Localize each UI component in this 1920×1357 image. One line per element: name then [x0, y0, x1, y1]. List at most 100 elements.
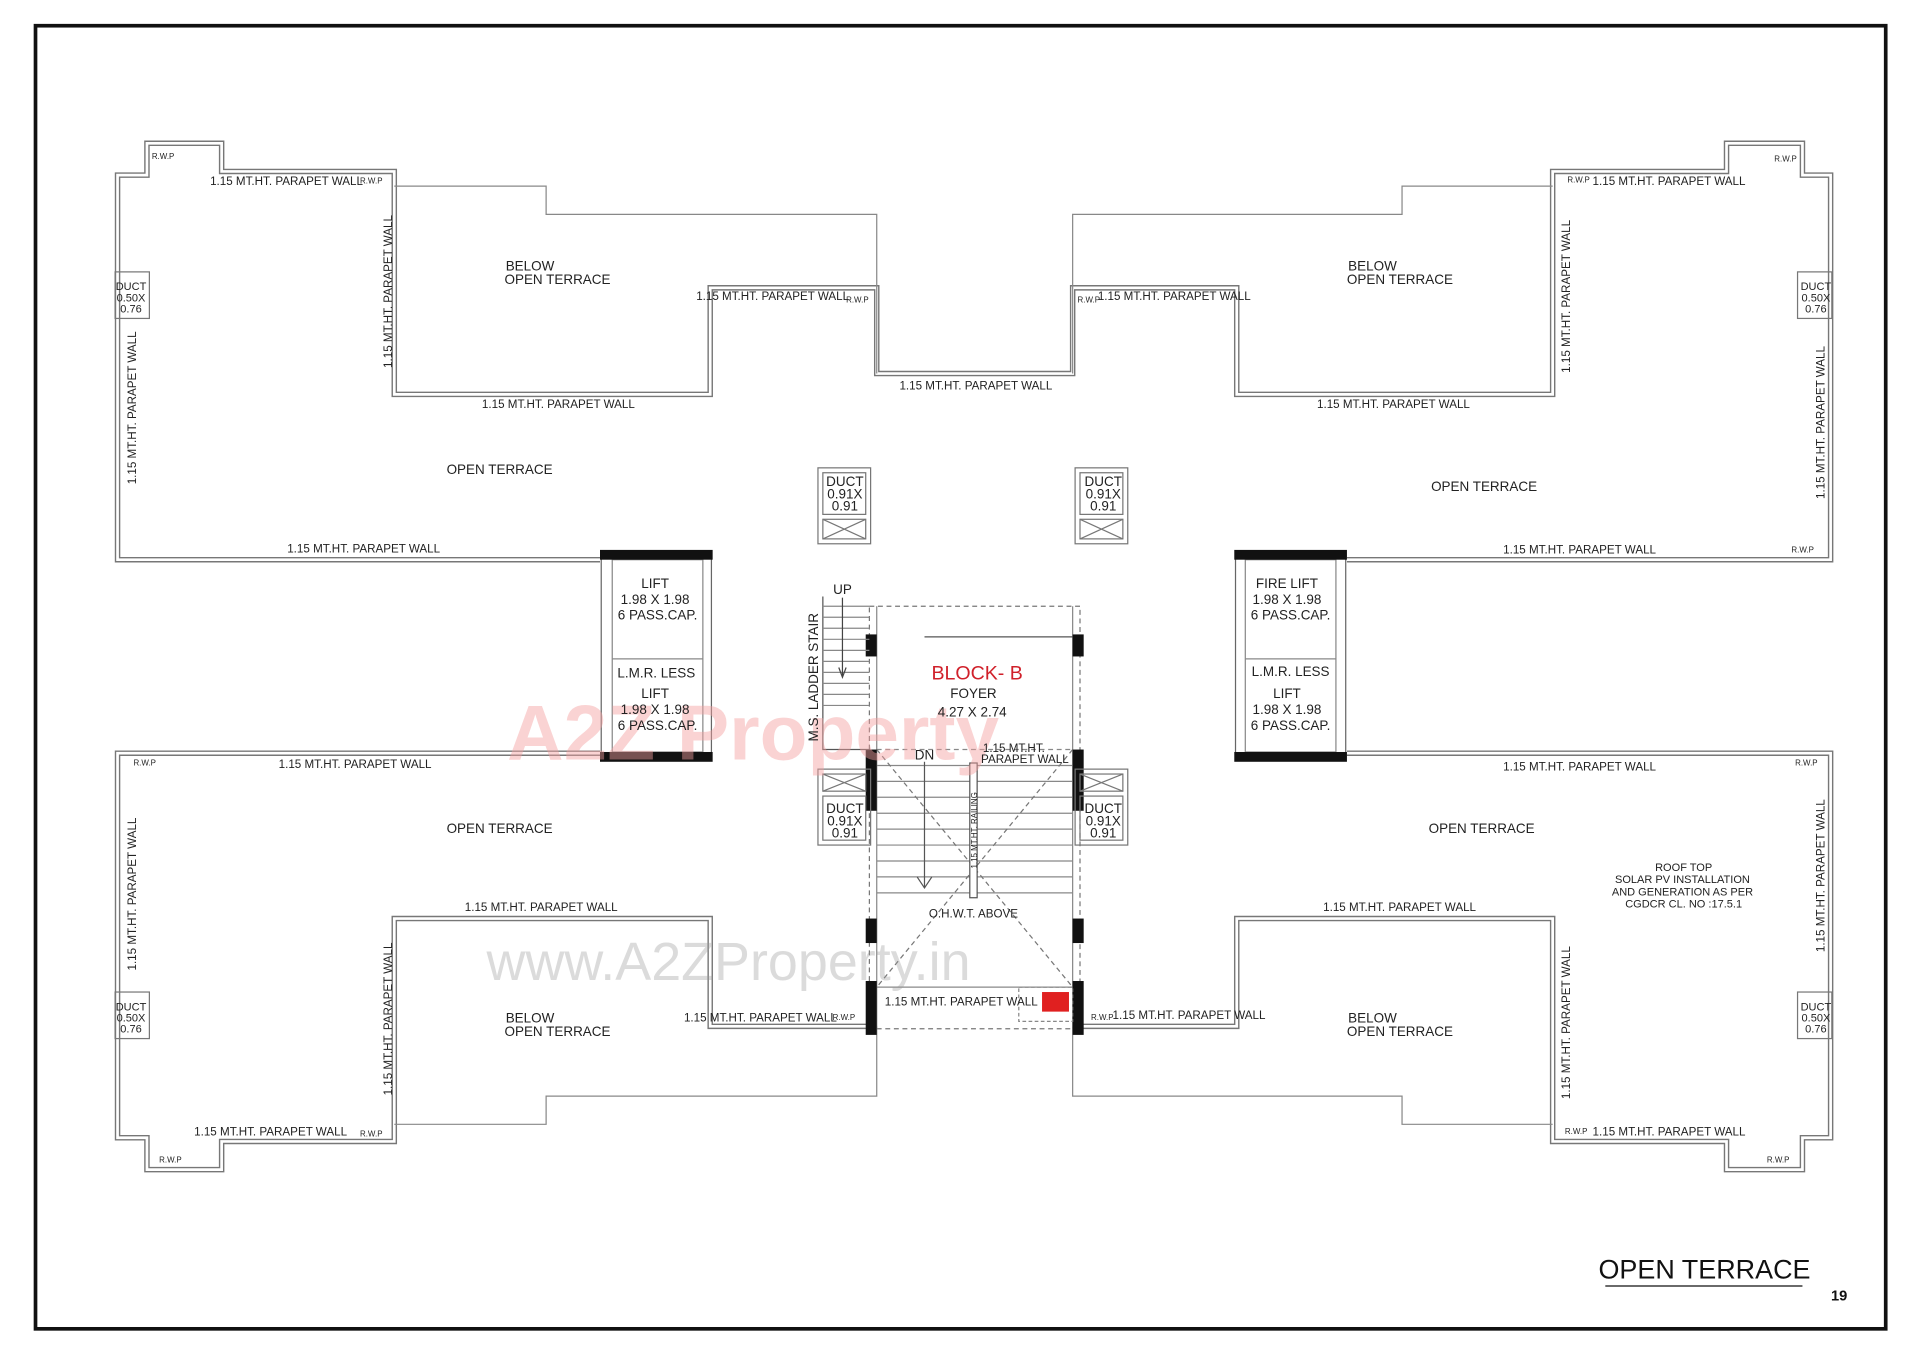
drawing-label: UP [833, 582, 852, 597]
drawing-label: DUCT [116, 1001, 147, 1013]
drawing-label: R.W.P [1078, 296, 1100, 305]
drawing-label: R.W.P [1791, 545, 1813, 554]
drawing-label: 0.91X [1086, 813, 1121, 828]
drawing-label: 0.91 [1090, 499, 1116, 514]
solar-note: ROOF TOP SOLAR PV INSTALLATION AND GENER… [1612, 862, 1753, 911]
drawing-label: R.W.P [360, 177, 382, 186]
drawing-label: R.W.P [1091, 1013, 1113, 1022]
drawing-label: 0.76 [120, 303, 141, 315]
drawing-label: 1.15 MT.HT. PARAPET WALL [1814, 799, 1827, 952]
drawing-label: 1.98 X 1.98 [621, 592, 690, 607]
drawing-label: 1.15 MT.HT. PARAPET WALL [1317, 398, 1470, 411]
drawing-label: DUCT [1801, 1001, 1832, 1013]
block-name: BLOCK- B [931, 663, 1022, 685]
drawing-label: LIFT [641, 686, 669, 701]
drawing-label: 0.50X [117, 292, 146, 304]
drawing-label: 0.76 [1805, 303, 1826, 315]
drawing-label: DUCT [116, 281, 147, 293]
drawing-label: OPEN TERRACE [447, 821, 553, 836]
parapet-wall-labels: 1.15 MT.HT. PARAPET WALL 1.15 MT.HT. PAR… [126, 175, 1828, 1138]
drawing-label: 1.15 MT.HT. PARAPET WALL [1560, 219, 1573, 372]
drawing-label: DUCT [1085, 801, 1122, 816]
drawing-label: 0.50X [117, 1012, 146, 1024]
drawing-label: 1.98 X 1.98 [1252, 702, 1321, 717]
drawing-label: 0.91 [832, 826, 858, 841]
parapet-walls [114, 140, 1834, 1173]
watermark-url: www.A2ZProperty.in [486, 932, 971, 992]
drawing-label: 0.91 [832, 499, 858, 514]
drawing-label: 0.91X [827, 813, 862, 828]
drawing-label: R.W.P [133, 758, 155, 767]
drawing-label: R.W.P [1795, 758, 1817, 767]
drawing-label: R.W.P [1565, 1127, 1587, 1136]
drawing-label: AND GENERATION AS PER [1612, 886, 1753, 898]
lift-core-right [1234, 549, 1347, 762]
drawing-label: 1.15 MT.HT. PARAPET WALL [126, 817, 139, 970]
fire-extinguisher-icon [1042, 992, 1069, 1012]
ladder-stair [822, 596, 870, 751]
drawing-label: 0.91X [1086, 486, 1121, 501]
drawing-label: OPEN TERRACE [1429, 821, 1535, 836]
drawing-label: BELOW [1348, 259, 1397, 274]
drawing-label: 0.50X [1802, 292, 1831, 304]
drawing-label: 1.15 MT.HT. PARAPET WALL [1323, 901, 1476, 914]
duct-boxes [114, 271, 1833, 1040]
drawing-label: 1.15 MT.HT. PARAPET WALL [1593, 1125, 1746, 1138]
drawing-label: 1.15 MT.HT. PARAPET WALL [279, 758, 432, 771]
drawing-label: LIFT [1273, 686, 1301, 701]
drawing-label: R.W.P [159, 1155, 181, 1164]
drawing-label: L.M.R. LESS [1252, 664, 1330, 679]
drawing-label: ROOF TOP [1655, 862, 1712, 874]
drawing-label: BELOW [1348, 1011, 1397, 1026]
drawing-label: L.M.R. LESS [617, 665, 695, 680]
drawing-label: 1.98 X 1.98 [621, 702, 690, 717]
core-labels: BLOCK- B FOYER 4.27 X 2.74 DN UP 1.15 MT… [806, 582, 1069, 920]
drawing-label: OPEN TERRACE [1347, 272, 1453, 287]
drawing-label: R.W.P [1767, 1155, 1789, 1164]
drawing-label: 1.15 MT.HT. RAILING [970, 792, 979, 868]
drawing-label: 6 PASS.CAP. [1251, 608, 1331, 623]
drawing-label: O.H.W.T. ABOVE [929, 907, 1018, 920]
drawing-label: 1.15 MT.HT. [983, 742, 1045, 755]
drawing-label: OPEN TERRACE [1431, 479, 1537, 494]
drawing-label: BELOW [506, 259, 555, 274]
lift-core-left [600, 549, 713, 762]
drawing-label: 1.98 X 1.98 [1252, 592, 1321, 607]
drawing-label: 1.15 MT.HT. PARAPET WALL [1098, 290, 1251, 303]
drawing-label: 1.15 MT.HT. PARAPET WALL [1814, 346, 1827, 499]
drawing-label: DUCT [826, 801, 863, 816]
drawing-label: 6 PASS.CAP. [618, 608, 698, 623]
drawing-label: 1.15 MT.HT. PARAPET WALL [382, 215, 395, 368]
drawing-label: 1.15 MT.HT. PARAPET WALL [684, 1011, 837, 1024]
drawing-label: 1.15 MT.HT. PARAPET WALL [1593, 175, 1746, 188]
drawing-label: 1.15 MT.HT. PARAPET WALL [287, 542, 440, 555]
drawing-label: 1.15 MT.HT. PARAPET WALL [1113, 1009, 1266, 1022]
drawing-label: 4.27 X 2.74 [938, 704, 1007, 719]
drawing-label: 1.15 MT.HT. PARAPET WALL [126, 331, 139, 484]
drawing-label: 1.15 MT.HT. PARAPET WALL [382, 942, 395, 1095]
drawing-label: 1.15 MT.HT. PARAPET WALL [194, 1125, 347, 1138]
drawing-label: 6 PASS.CAP. [618, 718, 698, 733]
drawing-label: 0.50X [1802, 1012, 1831, 1024]
drawing-title: OPEN TERRACE [1598, 1255, 1810, 1285]
drawing-label: OPEN TERRACE [504, 1024, 610, 1039]
drawing-label: DN [915, 747, 934, 762]
drawing-label: 0.91 [1090, 826, 1116, 841]
drawing-label: R.W.P [833, 1013, 855, 1022]
drawing-label: 1.15 MT.HT. PARAPET WALL [482, 398, 635, 411]
drawing-label: 0.76 [120, 1023, 141, 1035]
drawing-label: LIFT [641, 576, 669, 591]
stair-core [865, 605, 1084, 1035]
drawing-label: FOYER [950, 686, 997, 701]
drawing-label: OPEN TERRACE [447, 462, 553, 477]
drawing-label: 1.15 MT.HT. PARAPET WALL [1503, 760, 1656, 773]
drawing-label: R.W.P [360, 1130, 382, 1139]
drawing-label: M.S. LADDER STAIR [806, 613, 821, 742]
drawing-label: 1.15 MT.HT. PARAPET WALL [1503, 544, 1656, 557]
drawing-label: R.W.P [152, 152, 174, 161]
rwp-labels: R.W.P R.W.P R.W.P R.W.P R.W.P R.W.P R.W.… [133, 152, 1817, 1164]
drawing-label: 1.15 MT.HT. PARAPET WALL [885, 996, 1038, 1009]
drawing-label: DUCT [1085, 474, 1122, 489]
